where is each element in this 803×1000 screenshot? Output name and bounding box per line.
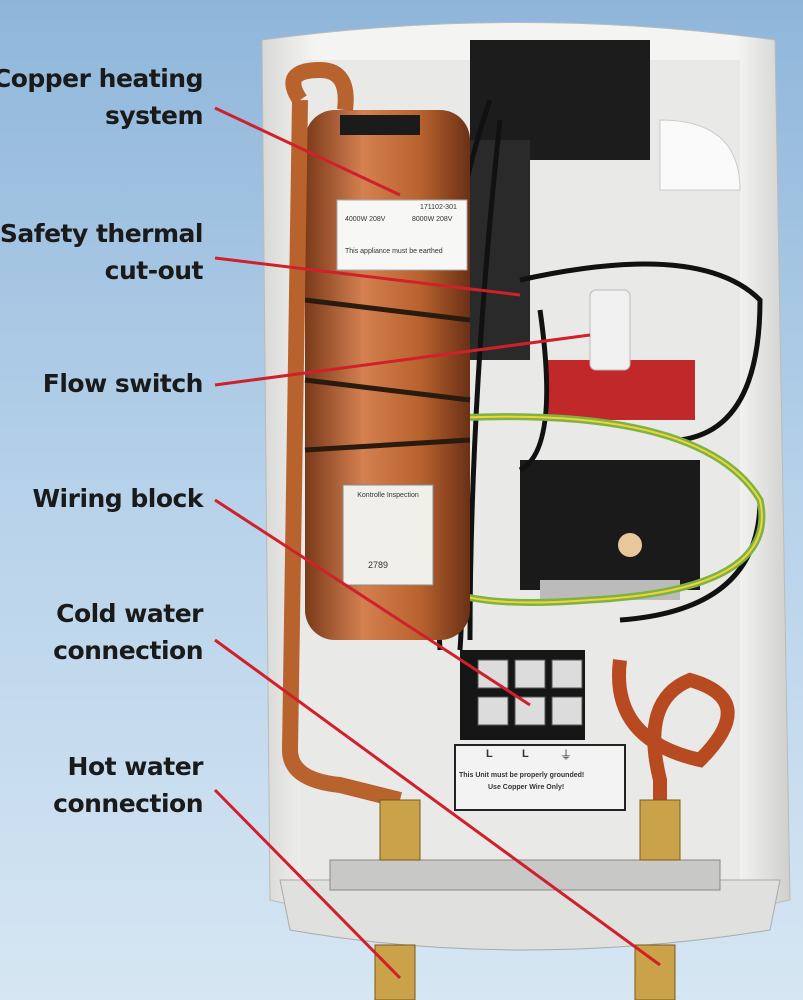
callout-line: Copper heating <box>0 64 204 93</box>
leader-wiring <box>214 498 531 707</box>
sticker-warning: This appliance must be earthed <box>345 248 443 255</box>
sticker-rating-right: 8000W 208V <box>412 216 453 223</box>
leader-thermal <box>214 256 521 297</box>
leader-copper <box>214 106 401 197</box>
callout-line: Safety thermal <box>0 219 204 248</box>
inspection-number: 2789 <box>368 560 389 570</box>
terminal-l2: L <box>522 748 529 760</box>
sticker-rating-left: 4000W 208V <box>345 216 386 223</box>
callout-hot-water: Hot water connection <box>53 748 203 822</box>
callout-safety-thermal: Safety thermal cut-out <box>0 215 204 289</box>
flow-switch <box>589 289 631 371</box>
callout-wiring-block: Wiring block <box>32 480 203 517</box>
callout-flow-switch: Flow switch <box>42 365 204 402</box>
terminal-warning-2: Use Copper Wire Only! <box>488 784 565 791</box>
contactor <box>520 460 700 590</box>
terminal-warning-1: This Unit must be properly grounded! <box>459 772 585 779</box>
terminal-l1: L <box>486 748 493 760</box>
callout-cold-water: Cold water connection <box>53 595 203 669</box>
callout-copper-heating: Copper heating system <box>0 60 204 134</box>
callout-line: Cold water <box>56 599 203 628</box>
terminal-ground: ⏚ <box>560 748 573 762</box>
bottom-plate <box>279 879 781 951</box>
leader-cold <box>214 638 661 967</box>
callout-line: Hot water <box>67 752 204 781</box>
hot-pipe <box>281 61 402 808</box>
callout-line: Flow switch <box>42 369 204 398</box>
callout-line: system <box>104 101 204 130</box>
callout-line: cut-out <box>104 256 204 285</box>
leader-flow <box>214 333 591 387</box>
callout-line: Wiring block <box>32 484 203 513</box>
sticker-model: 171102-301 <box>420 204 457 211</box>
callout-line: connection <box>53 636 203 665</box>
leader-hot <box>213 788 402 980</box>
inspection-title: Kontrolle Inspection <box>357 492 419 499</box>
cold-pipe <box>612 659 735 830</box>
leader-lines <box>213 106 661 980</box>
callout-line: connection <box>53 789 203 818</box>
